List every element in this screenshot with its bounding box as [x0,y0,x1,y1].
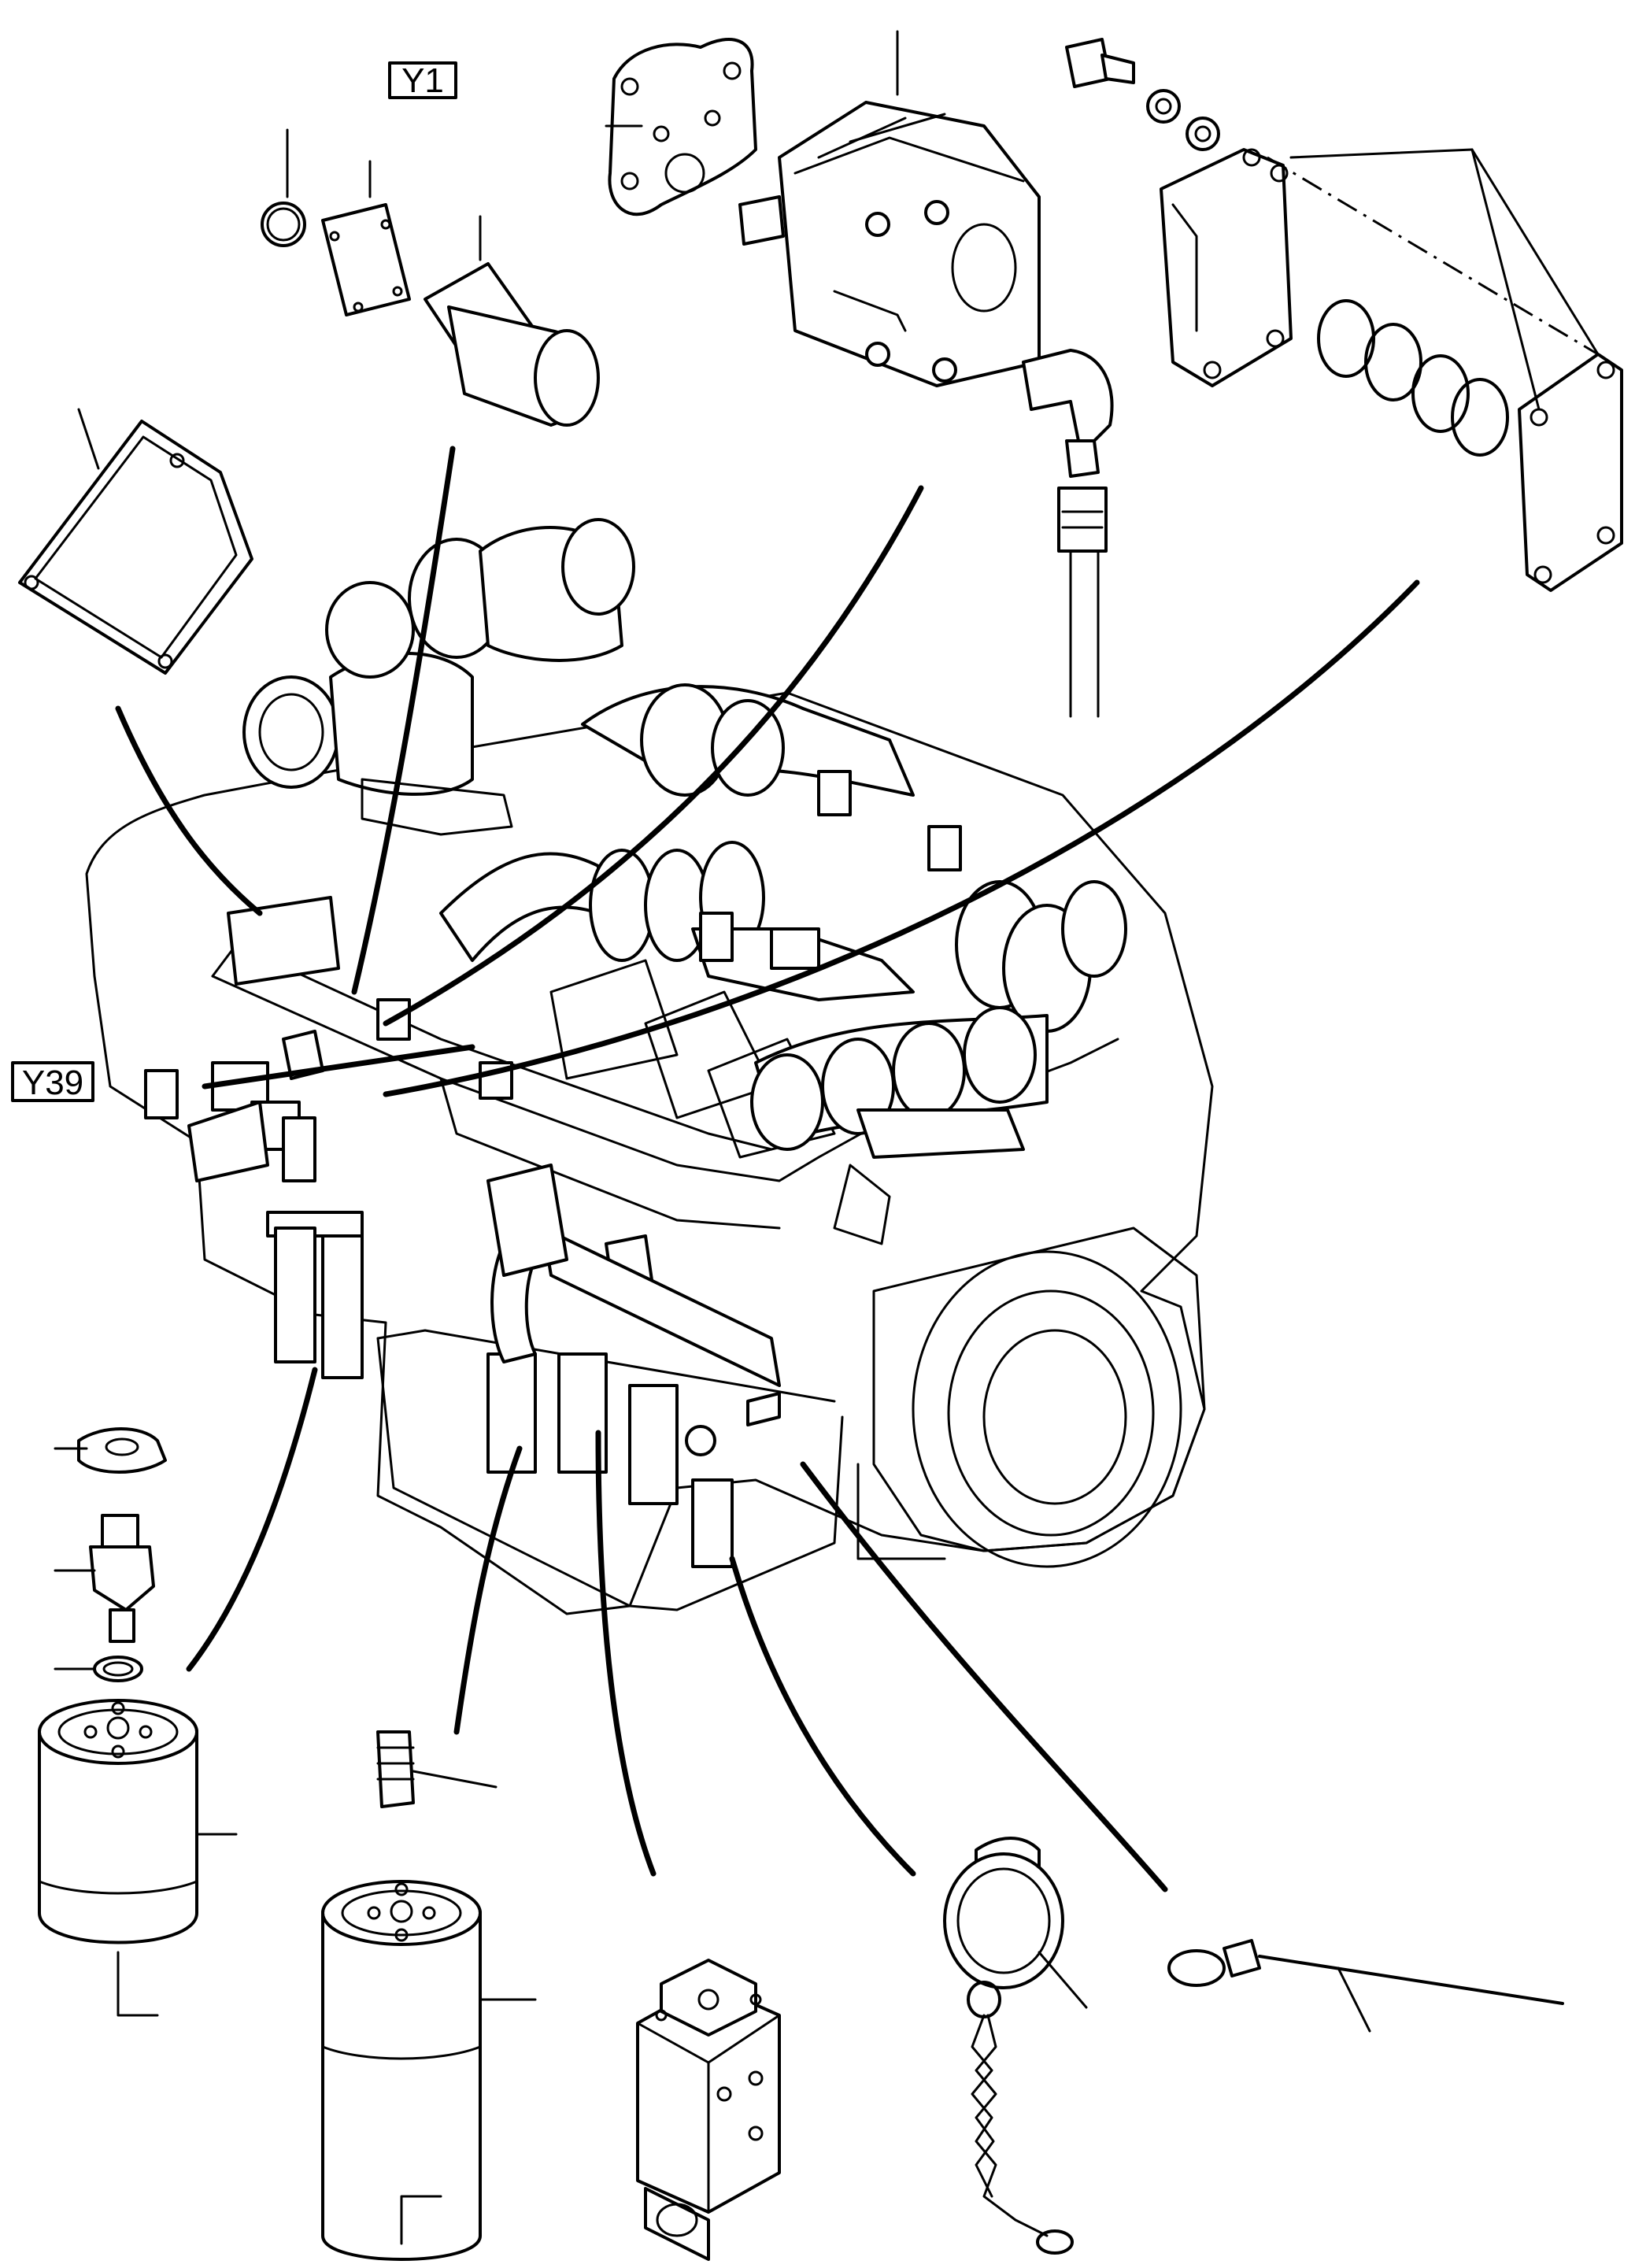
oil-filter-group [38,1427,238,2017]
injection-pump-group [605,30,1114,718]
cover-plate-group [1065,38,1623,592]
callout-y39: Y39 [22,1064,83,1102]
leader-arrows [115,446,1420,1892]
valve-block [636,1959,781,2261]
gasket [18,408,253,675]
engine-assembly [85,518,1214,1615]
y39-callout: Y39 [11,1061,94,1102]
filler-cap [943,1837,1088,2255]
solenoid-valve-group: Y1 [261,61,600,427]
dipstick [1167,1939,1564,2033]
callout-y1: Y1 [401,61,444,100]
fuel-filter-group [321,1730,537,2261]
